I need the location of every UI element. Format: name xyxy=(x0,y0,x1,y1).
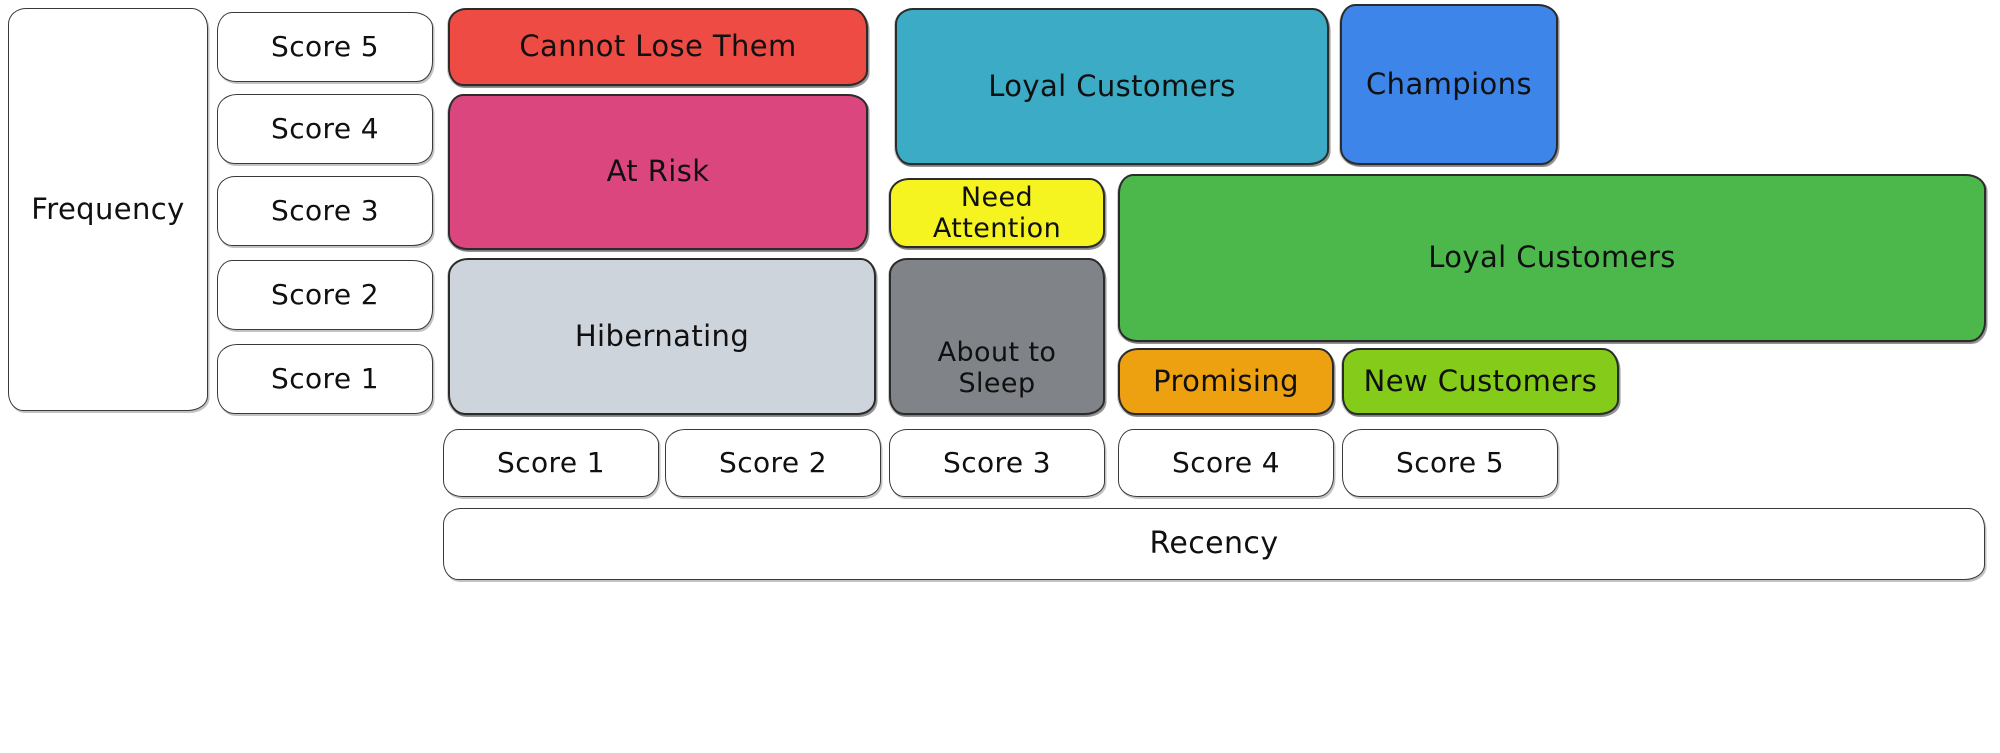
x-score-label-2: Score 2 xyxy=(665,429,881,497)
x-score-label-5: Score 5 xyxy=(1342,429,1558,497)
y-score-label-5: Score 5 xyxy=(217,12,433,82)
segment-label: Loyal Customers xyxy=(988,68,1236,103)
segment-champions[interactable]: Champions xyxy=(1340,4,1558,165)
x-score-label-4: Score 4 xyxy=(1118,429,1334,497)
y-axis-label-frequency: Frequency xyxy=(8,8,208,411)
segment-loyal-customers-green[interactable]: Loyal Customers xyxy=(1118,174,1986,342)
segment-cannot-lose-them[interactable]: Cannot Lose Them xyxy=(448,8,868,86)
y-score-label-3: Score 3 xyxy=(217,176,433,246)
segment-hibernating[interactable]: Hibernating xyxy=(448,258,876,415)
x-score-label-1: Score 1 xyxy=(443,429,659,497)
y-score-label-2: Score 2 xyxy=(217,260,433,330)
y-score-label-4: Score 4 xyxy=(217,94,433,164)
segment-label: Need Attention xyxy=(932,181,1062,244)
x-axis-label-text: Recency xyxy=(1149,525,1279,561)
segment-need-attention[interactable]: Need Attention xyxy=(889,178,1105,248)
segment-label: About to Sleep xyxy=(937,336,1057,399)
segment-label: Loyal Customers xyxy=(1428,240,1676,275)
segment-loyal-customers-teal[interactable]: Loyal Customers xyxy=(895,8,1329,165)
segment-label: Champions xyxy=(1366,66,1532,101)
x-axis-label-recency: Recency xyxy=(443,508,1985,580)
segment-label: At Risk xyxy=(606,154,710,189)
x-score-label-3: Score 3 xyxy=(889,429,1105,497)
segment-label: Cannot Lose Them xyxy=(519,29,797,64)
segment-promising[interactable]: Promising xyxy=(1118,348,1334,415)
segment-label: Promising xyxy=(1153,363,1299,398)
segment-label: New Customers xyxy=(1363,363,1598,398)
segment-label: Hibernating xyxy=(574,318,750,353)
segment-at-risk[interactable]: At Risk xyxy=(448,94,868,250)
segment-about-to-sleep[interactable]: About to Sleep xyxy=(889,258,1105,415)
segment-new-customers[interactable]: New Customers xyxy=(1342,348,1619,415)
y-axis-label-text: Frequency xyxy=(31,191,185,226)
y-score-label-1: Score 1 xyxy=(217,344,433,414)
